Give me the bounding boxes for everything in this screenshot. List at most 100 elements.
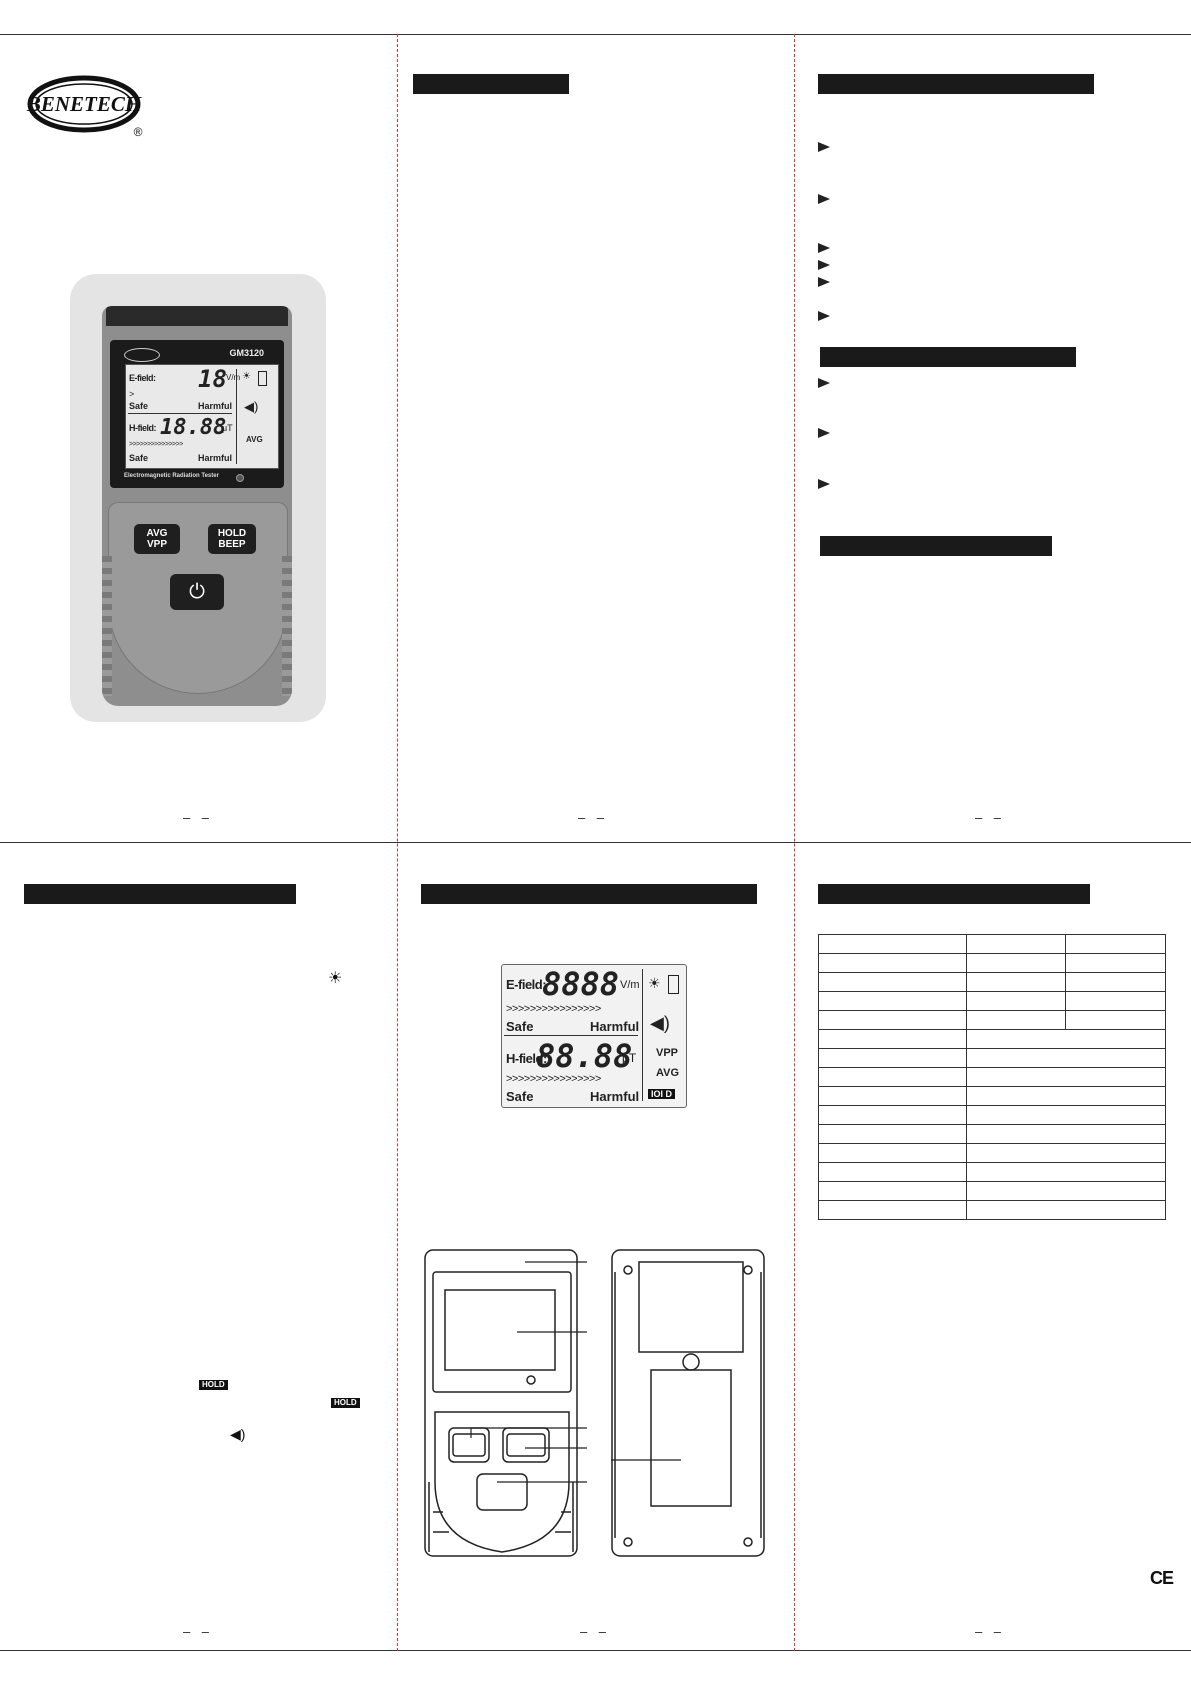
- lcd-divider: [128, 413, 232, 414]
- lcd-h-bar: >>>>>>>>>>>>>>>: [129, 441, 183, 448]
- table-row: [817, 1086, 1166, 1106]
- bullet-arrow: [818, 277, 830, 287]
- device-grip-left: [102, 556, 112, 696]
- lcd-harmful-2: Harmful: [198, 453, 233, 463]
- fold-line-vertical-1: [397, 34, 398, 1651]
- diag-bars-2: >>>>>>>>>>>>>>>>: [506, 1073, 601, 1085]
- avg-label: AVG: [146, 528, 168, 539]
- ce-mark: CE: [1150, 1568, 1174, 1588]
- lcd-diagram: E-field: 8888 V/m >>>>>>>>>>>>>>>> Safe …: [501, 964, 687, 1108]
- lcd-mode: AVG: [246, 435, 263, 444]
- diag-avg: AVG: [656, 1067, 680, 1079]
- diag-e-value: 8888: [542, 965, 620, 1003]
- brand-logo: BENETECH ®: [26, 75, 143, 139]
- lcd-light-icon: ☀: [242, 371, 251, 382]
- diag-battery-icon: [668, 975, 679, 994]
- diag-safe-2: Safe: [506, 1089, 534, 1104]
- fold-line-horizontal: [0, 842, 1191, 843]
- hold-label: HOLD: [217, 528, 247, 539]
- table-row: [817, 972, 1167, 992]
- page-number-6: – –: [974, 1624, 1006, 1639]
- registered-mark: ®: [134, 125, 143, 139]
- device-mini-logo: [124, 348, 160, 362]
- section-heading-bar: [820, 347, 1076, 367]
- diag-e-unit: V/m: [620, 979, 640, 991]
- device-front-back-diagram: [424, 1249, 765, 1557]
- panel-5: E-field: 8888 V/m >>>>>>>>>>>>>>>> Safe …: [397, 842, 794, 1650]
- avg-vpp-button[interactable]: AVG VPP: [134, 524, 180, 554]
- lcd-vertical-divider: [236, 369, 237, 464]
- section-heading-bar: [413, 74, 569, 94]
- vpp-label: VPP: [146, 539, 167, 550]
- diag-h-unit: μT: [622, 1051, 637, 1065]
- lcd-e-bar: >: [129, 389, 135, 399]
- device-led: [236, 474, 244, 482]
- panel-6: CE – –: [794, 842, 1191, 1650]
- panel-cover: BENETECH ® GM3120 E-field: 18 V/m > Safe…: [0, 34, 397, 842]
- bullet-arrow: [818, 428, 830, 438]
- table-row: [817, 1067, 1166, 1087]
- section-heading-bar: [421, 884, 757, 904]
- page-number-2: – –: [577, 810, 609, 825]
- diag-h-label: H-field:: [506, 1051, 547, 1066]
- spec-table: [817, 934, 1167, 1220]
- panel-2: – –: [397, 34, 794, 842]
- table-row: [817, 1010, 1167, 1030]
- table-row: [817, 934, 1167, 954]
- device-model: GM3120: [229, 348, 264, 358]
- sheet-border: [0, 34, 1191, 1651]
- table-row: [817, 1200, 1166, 1220]
- page-number-1: – –: [182, 810, 214, 825]
- table-row: [817, 1162, 1166, 1182]
- section-heading-bar: [818, 884, 1090, 904]
- lcd-e-value: 18: [198, 365, 227, 393]
- diag-light-icon: ☀: [648, 975, 661, 991]
- page-number-5: – –: [579, 1624, 611, 1639]
- lcd-e-unit: V/m: [226, 373, 241, 382]
- backlight-icon: ☀: [328, 970, 343, 987]
- bullet-arrow: [818, 479, 830, 489]
- table-row: [817, 1181, 1166, 1201]
- hold-badge-1: HOLD: [199, 1380, 228, 1390]
- device-body: GM3120 E-field: 18 V/m > Safe Harmful H-…: [102, 306, 292, 706]
- diag-safe-1: Safe: [506, 1019, 534, 1034]
- lcd-safe-2: Safe: [129, 453, 149, 463]
- lcd-battery-icon: [258, 371, 267, 386]
- diag-bars-1: >>>>>>>>>>>>>>>>: [506, 1003, 601, 1015]
- panel-3: – –: [794, 34, 1191, 842]
- diag-harmful-1: Harmful: [590, 1019, 640, 1034]
- diag-speaker-icon: ◀): [650, 1013, 670, 1033]
- diag-harmful-2: Harmful: [590, 1089, 640, 1104]
- power-icon: ⏻: [189, 581, 205, 603]
- brand-name: BENETECH: [26, 92, 142, 116]
- diag-badge: IOI D: [648, 1089, 676, 1099]
- bullet-arrow: [818, 194, 830, 204]
- lcd-safe-1: Safe: [129, 401, 149, 411]
- speaker-icon: ◀): [230, 1426, 246, 1442]
- diag-h-value: 88.88: [536, 1037, 633, 1075]
- bullet-arrow: [818, 142, 830, 152]
- fold-line-vertical-2: [794, 34, 795, 1651]
- lcd-e-label: E-field:: [129, 373, 156, 383]
- lcd-speaker-icon: ◀): [244, 399, 259, 414]
- bullet-arrow: [818, 260, 830, 270]
- lcd-harmful-1: Harmful: [198, 401, 233, 411]
- table-row: [817, 1029, 1166, 1049]
- diag-vertical-divider: [642, 969, 643, 1101]
- diag-divider: [504, 1035, 638, 1036]
- bullet-arrow: [818, 378, 830, 388]
- table-row: [817, 1124, 1166, 1144]
- diag-vpp: VPP: [656, 1047, 679, 1059]
- table-row: [817, 1105, 1166, 1125]
- device-subtitle: Electromagnetic Radiation Tester: [124, 473, 219, 479]
- power-button[interactable]: ⏻: [170, 574, 224, 610]
- bullet-arrow: [818, 243, 830, 253]
- hold-beep-button[interactable]: HOLD BEEP: [208, 524, 256, 554]
- device-lcd: E-field: 18 V/m > Safe Harmful H-field: …: [125, 364, 279, 469]
- lcd-h-unit: μT: [222, 423, 233, 433]
- table-row: [817, 1048, 1166, 1068]
- section-heading-bar: [818, 74, 1094, 94]
- lcd-h-value: 18.88: [160, 415, 227, 440]
- table-row: [817, 953, 1167, 973]
- beep-label: BEEP: [218, 539, 246, 550]
